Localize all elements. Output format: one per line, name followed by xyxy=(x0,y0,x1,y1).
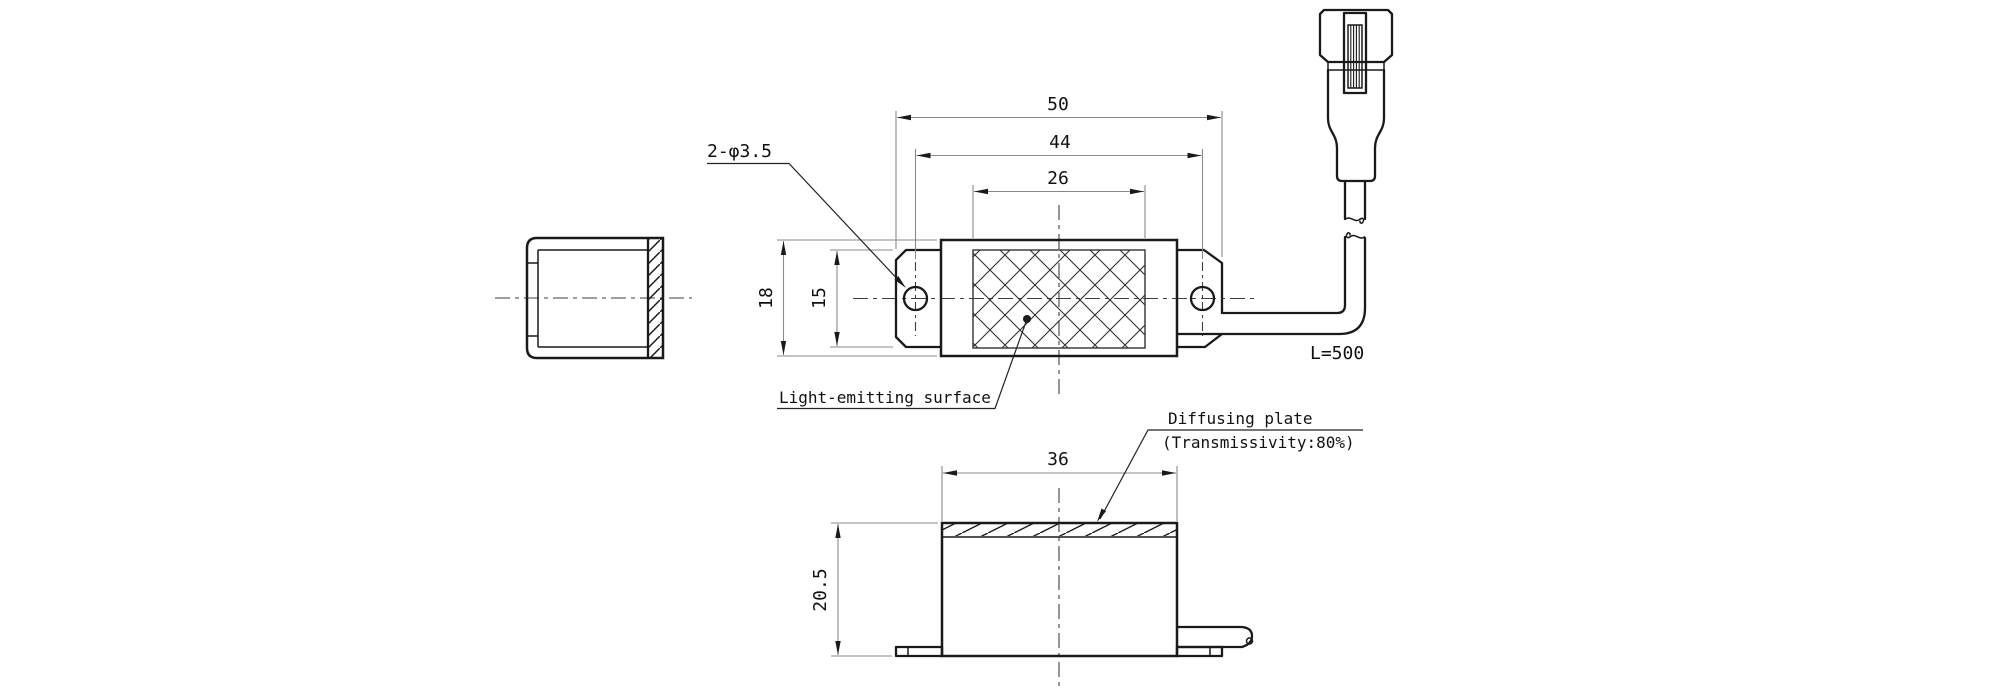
diffusing-leader xyxy=(1099,429,1363,520)
callouts: 2-φ3.5 Light-emitting surface Diffusing … xyxy=(707,141,1363,522)
connector-latch xyxy=(1342,11,1368,95)
extension-lines xyxy=(777,111,1223,657)
side-view xyxy=(495,236,692,360)
cable-front-view xyxy=(1175,625,1254,649)
front-view-body xyxy=(940,521,1179,658)
front-view xyxy=(894,488,1254,686)
dimensions: 50 44 26 36 18 15 20.5 L=500 xyxy=(756,94,1364,657)
cable-end-curl xyxy=(1245,637,1254,645)
connector xyxy=(1318,8,1394,183)
connector-boot xyxy=(1326,68,1386,183)
left-mounting-ear xyxy=(894,248,943,349)
dim-body-height: 18 xyxy=(756,287,777,309)
right-mounting-ear xyxy=(1175,248,1224,349)
latch-ridges xyxy=(1350,25,1360,88)
side-view-inner-lines xyxy=(527,249,648,348)
dim-front-height: 20.5 xyxy=(810,568,831,611)
dim-cable-length: L=500 xyxy=(1310,343,1364,364)
dim-ear-height: 15 xyxy=(809,287,830,309)
left-foot xyxy=(894,645,944,658)
left-mounting-hole xyxy=(902,285,929,312)
dim-mounting-holes: 2-φ3.5 xyxy=(707,141,772,162)
label-transmissivity: (Transmissivity:80%) xyxy=(1162,433,1355,452)
label-light-emitting-surface: Light-emitting surface xyxy=(779,388,991,407)
label-diffusing-plate: Diffusing plate xyxy=(1168,409,1313,428)
diffusing-plate-hatch xyxy=(943,524,1176,536)
holes-leader-arrow xyxy=(894,276,906,288)
right-mounting-hole xyxy=(1189,285,1216,312)
side-view-outline xyxy=(525,236,665,360)
holes-leader xyxy=(707,162,904,286)
cable-break-lower xyxy=(1345,232,1366,239)
side-view-plate-hatch xyxy=(649,239,662,357)
dim-overall-width: 50 xyxy=(1047,94,1069,115)
dimension-arrowheads xyxy=(780,114,1221,655)
diffusing-leader-arrow xyxy=(1097,508,1107,522)
dim-body-width: 36 xyxy=(1047,449,1069,470)
connector-housing xyxy=(1318,8,1394,64)
dim-emitting-width: 26 xyxy=(1047,168,1069,189)
connector-latch-grip xyxy=(1347,24,1363,89)
dim-hole-pitch: 44 xyxy=(1049,132,1071,153)
right-foot xyxy=(1175,645,1224,658)
cable-break-upper xyxy=(1344,217,1365,224)
emitting-leader xyxy=(777,318,1028,410)
top-view xyxy=(853,179,1367,397)
cable-top-view xyxy=(1175,179,1367,336)
top-view-body xyxy=(939,238,1179,358)
light-emitting-window xyxy=(972,249,1146,349)
